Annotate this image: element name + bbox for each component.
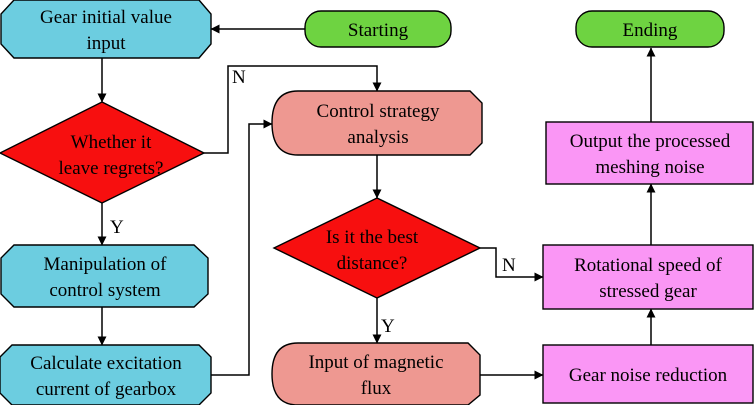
label-distance-no: N — [502, 255, 516, 276]
rotational-speed-stressed-gear-label-line-1: Rotational speed of — [574, 255, 722, 276]
manipulation-control-system-label-line-2: control system — [49, 280, 161, 301]
node-input-magnetic-flux: Input of magnetic flux — [271, 342, 481, 405]
node-control-strategy-analysis: Control strategy analysis — [271, 90, 483, 156]
edge-distance-no-to-rotational-speed — [480, 247, 544, 282]
label-distance-yes: Y — [381, 316, 395, 337]
node-output-processed-meshing-noise: Output the processed meshing noise — [545, 121, 754, 185]
calculate-excitation-current-label-line-2: current of gearbox — [36, 379, 177, 400]
starting-label-line-1: Starting — [348, 20, 409, 41]
svg-text:Starting: Starting — [348, 20, 409, 41]
edge-labels: N Y N Y — [110, 67, 516, 337]
node-is-best-distance: Is it the best distance? — [272, 197, 482, 299]
control-strategy-analysis-label-line-2: analysis — [347, 127, 408, 148]
gear-initial-value-input-label-line-2: input — [86, 33, 126, 54]
calculate-excitation-current-label-line-1: Calculate excitation — [30, 353, 182, 374]
node-ending: Ending — [575, 10, 725, 48]
is-best-distance-label-line-2: distance? — [337, 253, 408, 274]
node-rotational-speed-stressed-gear: Rotational speed of stressed gear — [542, 244, 754, 310]
output-processed-meshing-noise-label-line-2: meshing noise — [595, 157, 704, 178]
edge-regrets-no-to-control-strategy — [204, 65, 382, 154]
manipulation-control-system-label-line-1: Manipulation of — [44, 254, 168, 275]
whether-leave-regrets-label-line-1: Whether it — [71, 132, 152, 153]
control-strategy-analysis-label-line-1: Control strategy — [317, 101, 440, 122]
label-regrets-no: N — [232, 67, 246, 88]
input-magnetic-flux-label-line-2: flux — [361, 378, 392, 399]
ending-label-line-1: Ending — [623, 20, 678, 41]
output-processed-meshing-noise-label-line-1: Output the processed — [570, 131, 731, 152]
edges — [97, 24, 656, 380]
is-best-distance-label-line-1: Is it the best — [326, 227, 419, 248]
node-gear-initial-value-input: Gear initial value input — [0, 0, 212, 59]
node-starting: Starting — [304, 10, 452, 48]
node-whether-leave-regrets: Whether it leave regrets? — [0, 101, 206, 204]
whether-leave-regrets-label-line-2: leave regrets? — [59, 158, 164, 179]
edge-calculate-to-control-strategy — [211, 119, 273, 376]
gear-initial-value-input-label-line-1: Gear initial value — [40, 7, 172, 28]
node-manipulation-control-system: Manipulation of control system — [0, 244, 209, 308]
svg-text:Gear noise reduction: Gear noise reduction — [569, 365, 728, 386]
svg-text:Ending: Ending — [623, 20, 678, 41]
node-calculate-excitation-current: Calculate excitation current of gearbox — [0, 344, 212, 405]
gear-noise-reduction-label-line-1: Gear noise reduction — [569, 365, 728, 386]
label-regrets-yes: Y — [110, 217, 124, 238]
rotational-speed-stressed-gear-label-line-2: stressed gear — [599, 281, 697, 302]
node-gear-noise-reduction: Gear noise reduction — [542, 344, 754, 404]
input-magnetic-flux-label-line-1: Input of magnetic — [308, 352, 443, 373]
